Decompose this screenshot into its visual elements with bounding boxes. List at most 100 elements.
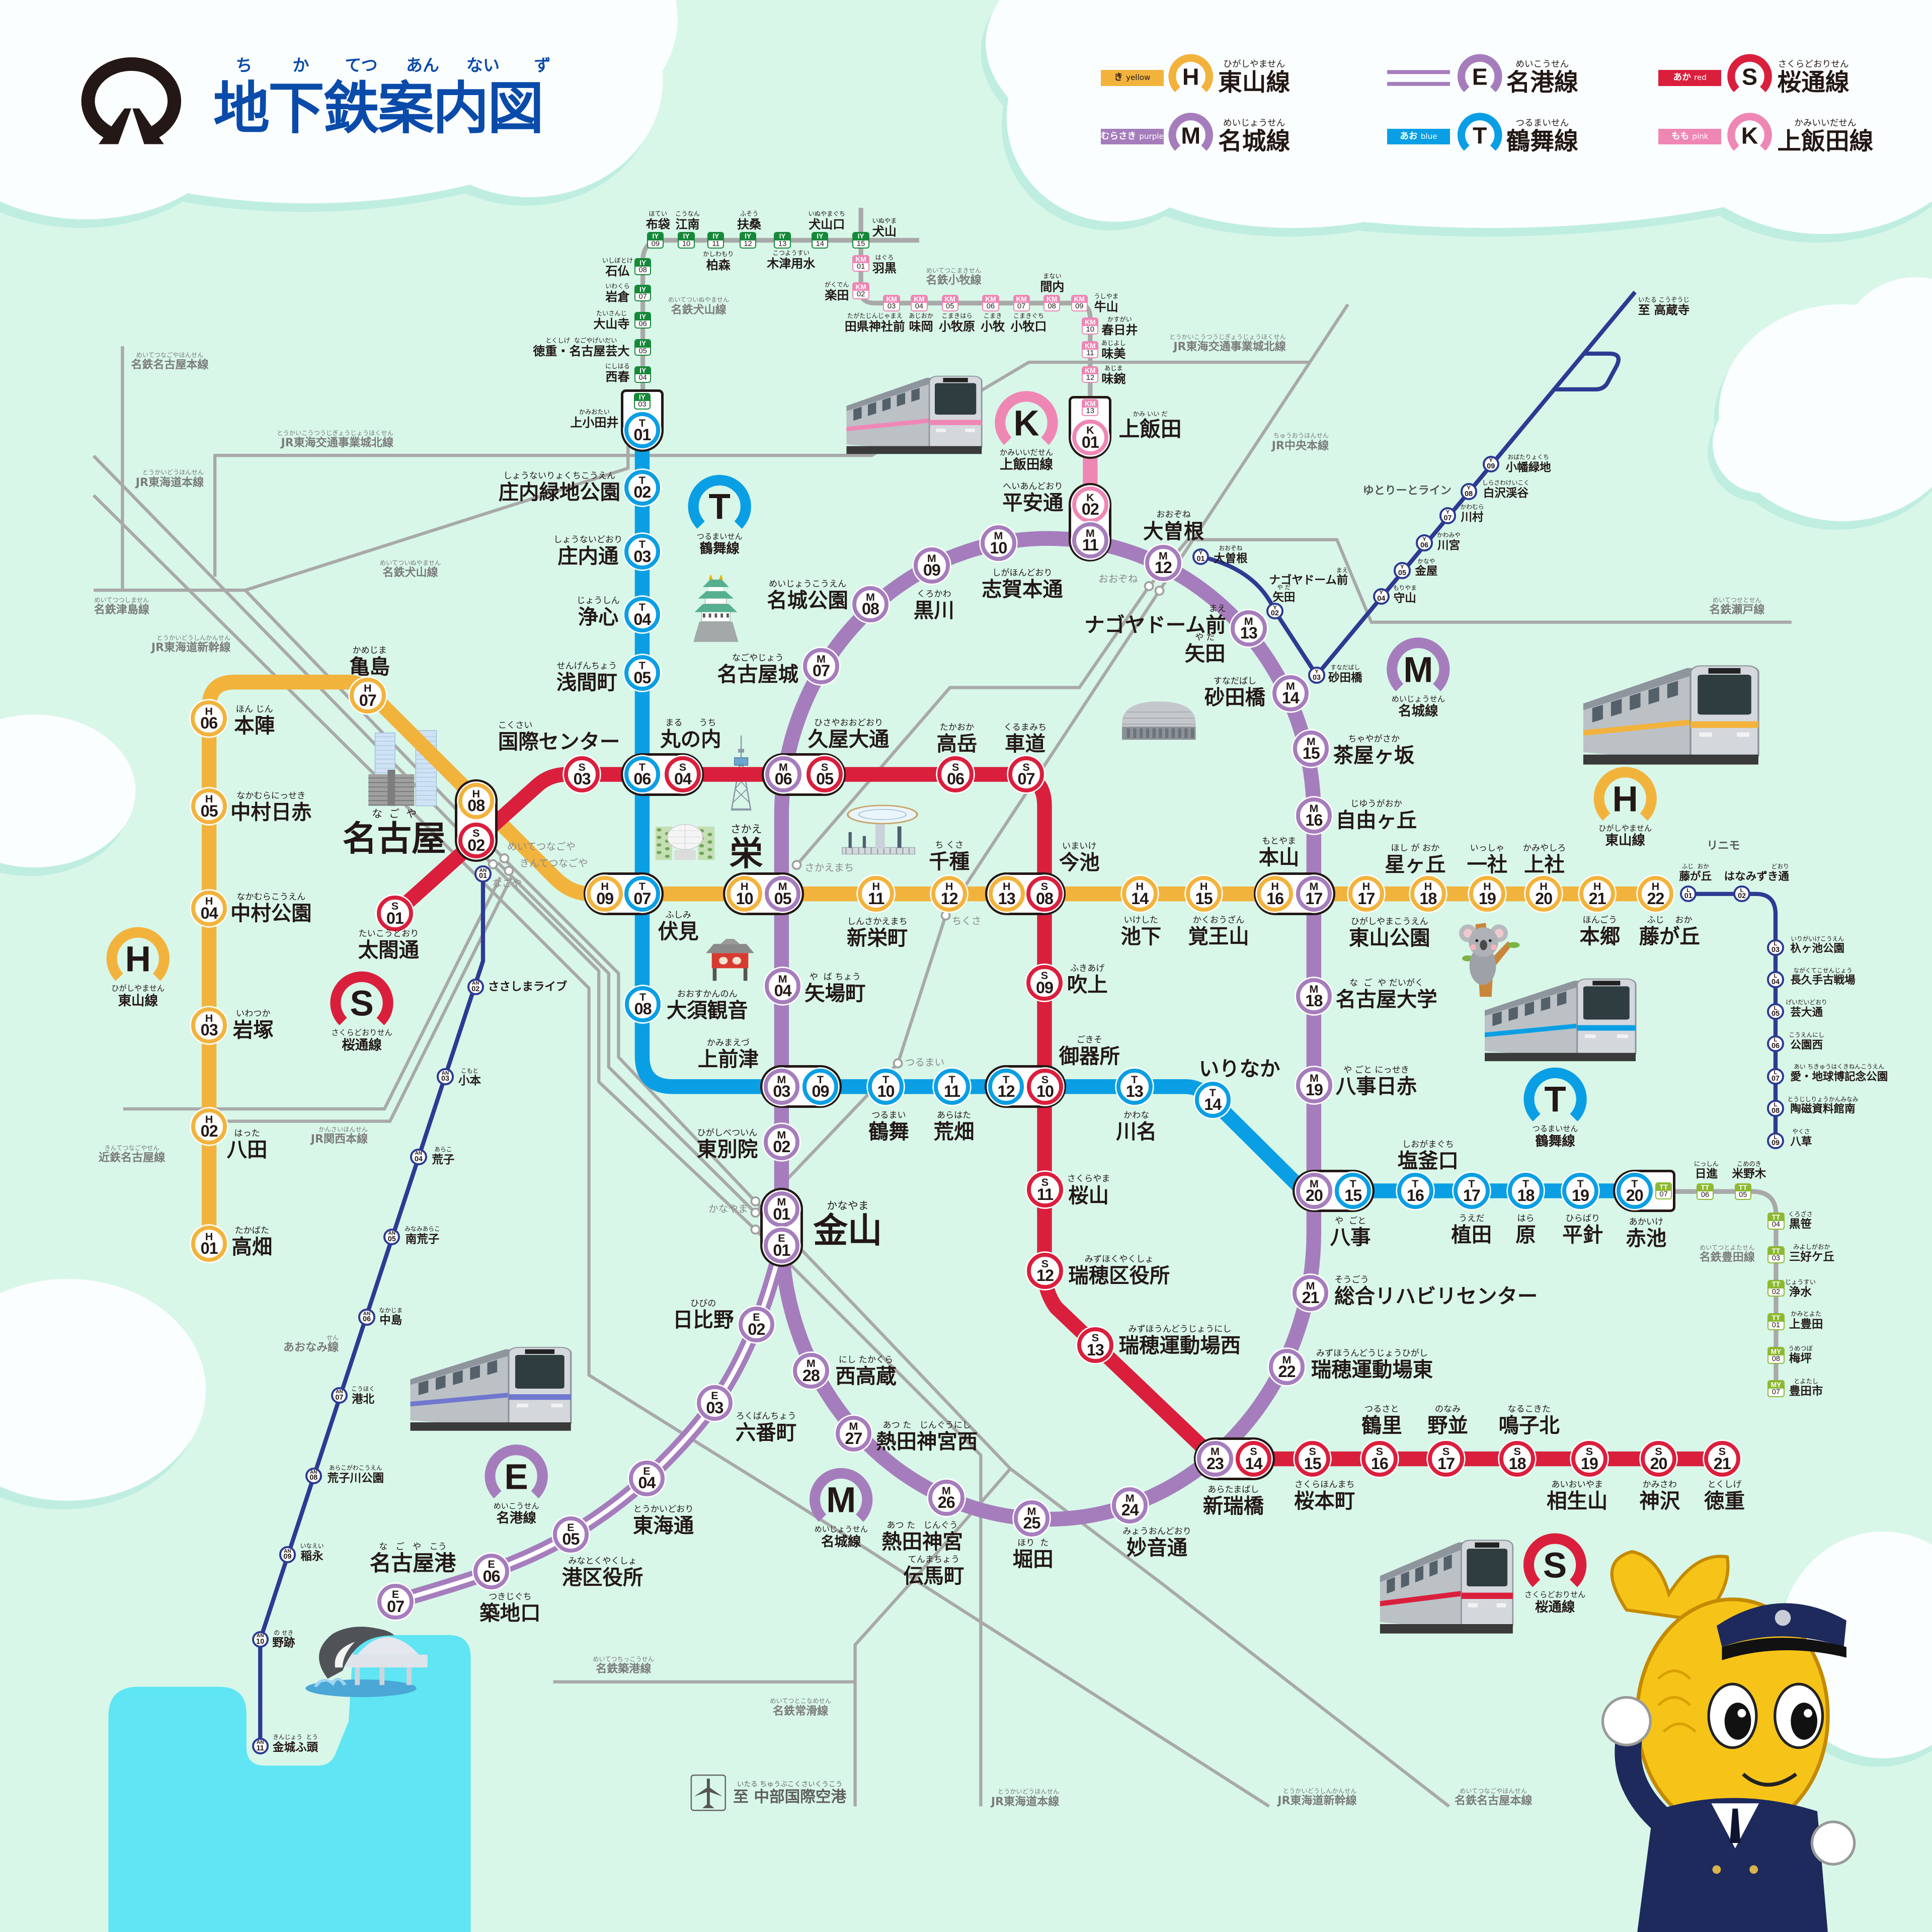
badge-number: 06 — [635, 320, 650, 328]
line-letter: E — [567, 1520, 575, 1534]
badge-line-code: IY — [635, 367, 651, 375]
line-letter: KM — [855, 256, 866, 264]
station-name: 瑞穂運動場東 — [1311, 1357, 1433, 1382]
station-furigana: いたる こうぞうじ — [1638, 296, 1689, 304]
legend-line-letter: T — [1473, 122, 1487, 149]
line-symbol-letter: T — [1544, 1080, 1566, 1120]
line-letter: M — [927, 551, 936, 565]
station-label: 一社いっしゃ — [1467, 844, 1508, 874]
station-furigana: めいてつなごやほんせん — [136, 351, 204, 359]
line-letter: M — [806, 1357, 816, 1370]
meiko-line-train — [410, 1347, 572, 1431]
station-name: 藤が丘 — [1639, 924, 1700, 949]
station-label: 荒畑あらはた — [934, 1111, 975, 1142]
station-furigana: かみ いい だ — [1133, 410, 1168, 418]
legend-line-label: 桜通線さくらどおりせん — [1777, 60, 1849, 95]
badge-line-code: IY — [775, 232, 790, 240]
station-number: 14 — [1204, 1095, 1222, 1114]
station-furigana: かわな — [1123, 1110, 1150, 1120]
station-name: 新瑞橋 — [1202, 1493, 1264, 1518]
station-furigana: かしわもり — [703, 251, 734, 258]
station-number: 02 — [1738, 892, 1746, 901]
station-label: 千種ち くさ — [929, 841, 970, 871]
badge-line-code: TT — [1698, 1184, 1713, 1192]
station-label: 瑞穂運動場東みずほうんどうじょうひがし — [1311, 1349, 1433, 1382]
line-letter: KM — [1074, 295, 1085, 303]
station-name: リニモ — [1707, 839, 1740, 852]
railway-meitetsu-toyota-tt — [1674, 1189, 1779, 1389]
station-label: 瑞穂区役所みずほくやくしょ — [1068, 1255, 1170, 1285]
station-name: 杁ヶ池公園 — [1790, 942, 1845, 955]
badge-number: 08 — [635, 267, 650, 274]
station-number: 08 — [634, 1000, 652, 1018]
station-name: 西春 — [605, 370, 630, 384]
line-letter: T — [638, 880, 646, 893]
badge-number: 02 — [853, 291, 868, 298]
line-letter: M — [1125, 1491, 1135, 1504]
station-label: 江南こうなん — [675, 210, 700, 230]
cloud — [981, 0, 1932, 243]
station-number: 01 — [1684, 892, 1693, 901]
station-label: 堀田ほり た — [1013, 1539, 1054, 1569]
cloud — [0, 1279, 206, 1509]
station-number: 24 — [1121, 1501, 1139, 1519]
station-furigana: まない — [1043, 272, 1062, 280]
line-letter: T — [1468, 1177, 1475, 1190]
kamiiida-line-train — [846, 375, 983, 454]
port-aquarium-dolphin-illustration — [305, 1627, 428, 1698]
line-letter: AN — [472, 981, 479, 987]
station-name: 熱田神宮西 — [876, 1429, 978, 1454]
station-number: 05 — [816, 770, 834, 788]
badge-number: 02 — [1768, 1288, 1783, 1296]
station-number: 07 — [1772, 1388, 1781, 1396]
line-symbol-furigana: ひがしやません — [111, 984, 165, 993]
station-label: はなみずき通どおり — [1724, 864, 1789, 882]
station-label: 大須観音おおすかんのん — [667, 990, 748, 1020]
station-number: 07 — [638, 292, 647, 301]
station-furigana: いりがいけこうえん — [1791, 935, 1844, 942]
badge-line-code: KM — [1083, 367, 1098, 375]
station-label: 矢田や だ — [1185, 633, 1226, 664]
line-letter: E — [753, 1311, 760, 1324]
badge-number: 05 — [635, 347, 650, 355]
station-name: さかえまち — [804, 862, 854, 874]
station-number: 10 — [682, 239, 691, 248]
badge-line-code: IY — [635, 259, 651, 267]
badge-line-code: KM — [853, 283, 868, 291]
station-number: 20 — [1305, 1186, 1323, 1205]
line-symbol-furigana: ひがしやません — [1598, 824, 1652, 833]
station-label: 本山もとやま — [1258, 837, 1300, 870]
station-furigana: ふしみ — [665, 910, 691, 921]
station-name: 本山 — [1258, 845, 1300, 870]
station-name: 平針 — [1562, 1222, 1603, 1247]
station-name: 東山公園 — [1348, 925, 1430, 950]
station-name: 徳重 — [1704, 1488, 1745, 1513]
station-number: 07 — [1017, 302, 1026, 311]
station-number: 15 — [1302, 744, 1320, 763]
station-name: おおぞね — [1098, 573, 1138, 585]
station-name: 御器所 — [1059, 1043, 1120, 1068]
line-letter: S — [1376, 1445, 1384, 1458]
station-name: 黒川 — [913, 598, 954, 623]
station-name: めいてつなごや — [507, 841, 576, 853]
station-number: 08 — [1048, 302, 1056, 311]
station-label: いりなか — [1199, 1059, 1280, 1079]
station-name: 港北 — [352, 1393, 375, 1406]
line-symbol-letter: T — [708, 487, 731, 527]
station-name: 名鉄犬山線 — [671, 303, 727, 316]
station-number: 03 — [887, 302, 896, 311]
line-letter: AN — [256, 1633, 264, 1639]
